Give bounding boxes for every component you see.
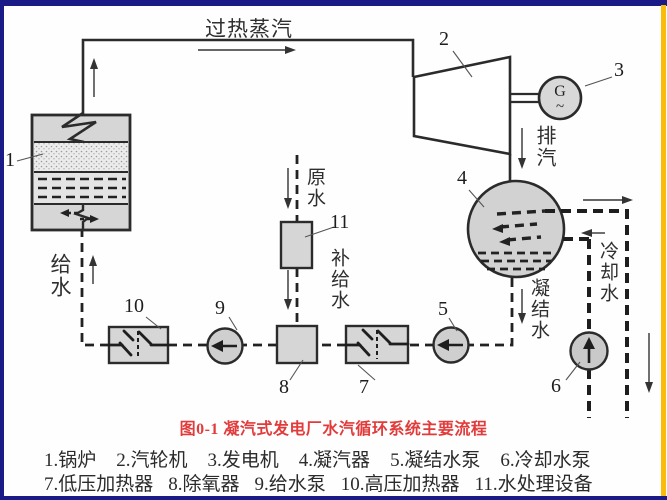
label-5-condensate-pump: 5 — [438, 298, 448, 320]
legend-item: 8.除氧器 — [168, 474, 240, 495]
condenser — [466, 179, 566, 279]
label-2-turbine: 2 — [439, 28, 449, 50]
legend-item: 11.水处理设备 — [474, 474, 593, 495]
label-1-boiler: 1 — [5, 149, 15, 171]
condenser-steam-dashes — [496, 209, 546, 216]
legend-item: 3.发电机 — [207, 450, 279, 471]
legend-item: 1.锅炉 — [44, 450, 97, 471]
label-6-cooling-pump: 6 — [551, 375, 561, 397]
generator-tilde: ~ — [555, 99, 565, 115]
bottom-border — [0, 496, 667, 500]
makeup-water-label: 补给水 — [328, 248, 349, 311]
legend-item: 2.汽轮机 — [116, 450, 188, 471]
flow-arrowheads — [89, 46, 653, 393]
boiler — [30, 111, 132, 232]
top-border — [0, 0, 667, 6]
label-7-lp-heater: 7 — [359, 376, 369, 398]
boiler-steam-drum-section — [34, 142, 128, 172]
figure-caption: 图0-1 凝汽式发电厂水汽循环系统主要流程 — [179, 421, 488, 438]
condensate-pump — [432, 326, 470, 364]
legend-row-2: 7.低压加热器 8.除氧器 9.给水泵 10.高压加热器 11.水处理设备 — [44, 469, 608, 496]
label-8-deaerator: 8 — [279, 376, 289, 398]
raw-water-label: 原水 — [304, 167, 325, 209]
label-10-hp-heater: 10 — [124, 295, 144, 317]
condenser-water-level — [478, 251, 554, 271]
deaerator — [275, 324, 319, 365]
generator — [511, 75, 583, 121]
flow-arrows — [92, 49, 650, 385]
label-4-condenser: 4 — [457, 167, 467, 189]
label-3-generator: 3 — [614, 59, 624, 81]
cooling-water-pump — [569, 331, 609, 371]
water-treatment-equipment — [279, 220, 314, 270]
label-11-water-treatment: 11 — [330, 211, 350, 233]
cooling-water-label: 冷却水 — [597, 241, 618, 304]
legend-item: 4.凝汽器 — [298, 450, 371, 471]
superheated-steam-label: 过热蒸汽 — [205, 17, 293, 41]
right-border — [661, 5, 666, 496]
legend-item: 6.冷却水泵 — [500, 450, 591, 471]
left-border — [0, 0, 4, 500]
exhaust-steam-label: 排汽 — [533, 125, 555, 169]
boiler-downcomer-zigzag — [73, 204, 91, 230]
legend-item: 5.凝结水泵 — [390, 450, 481, 471]
feed-water-label: 给水 — [48, 253, 72, 299]
main-steam-pipe — [81, 38, 512, 183]
label-9-feed-pump: 9 — [215, 297, 225, 319]
hp-heater — [107, 325, 170, 365]
feed-water-pump — [206, 327, 244, 365]
condensate-water-label: 凝结水 — [528, 278, 549, 341]
legend-row-1: 1.锅炉 2.汽轮机 3.发电机 4.凝汽器 5.凝结水泵 6.冷却水泵 — [44, 445, 611, 472]
turbine — [412, 55, 512, 156]
legend-item: 10.高压加热器 — [340, 474, 460, 495]
leader-lines — [16, 50, 613, 381]
cooling-water-line — [545, 209, 629, 418]
generator-letter: G — [554, 83, 566, 100]
boiler-riser-zigzag — [61, 111, 97, 144]
legend-item: 9.给水泵 — [254, 474, 326, 495]
legend-item: 7.低压加热器 — [44, 474, 154, 495]
lp-heater — [344, 324, 410, 365]
condensate-feedwater-line — [80, 231, 514, 347]
